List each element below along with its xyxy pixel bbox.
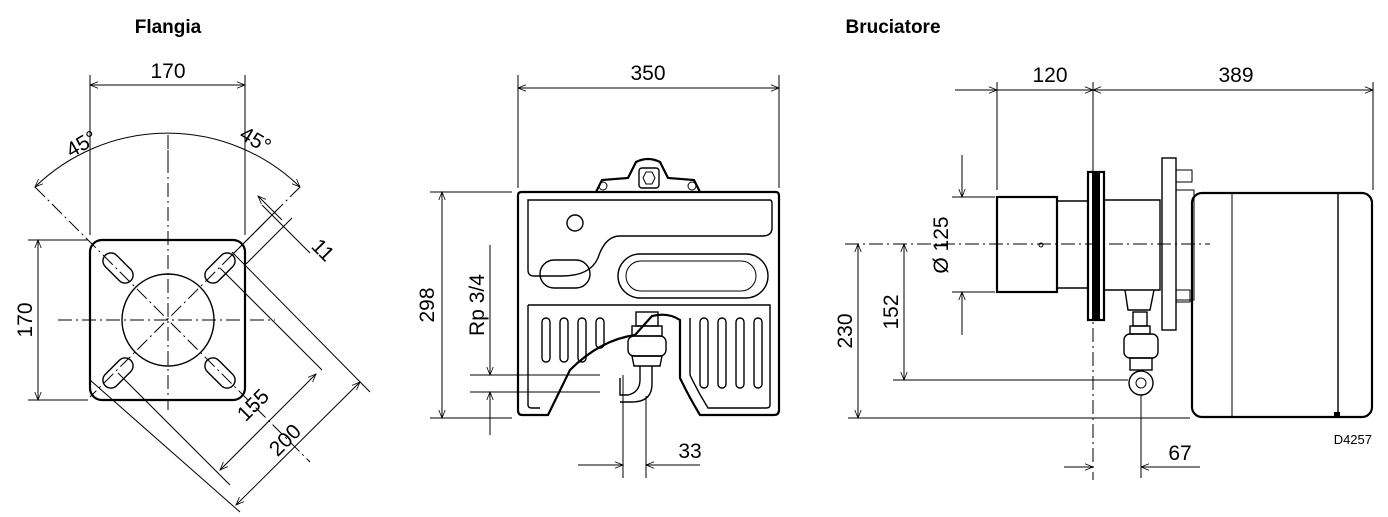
diagonal-label: 200 (265, 420, 306, 461)
flange-view: 170 170 45° 45° 11 155 200 (14, 60, 371, 513)
connection-offset-label: 67 (1168, 442, 1191, 465)
flange-slot-tl (102, 252, 134, 284)
axis-height-label: 230 (834, 313, 857, 348)
front-slot-right (617, 253, 769, 299)
side-view: 120 389 Ø 125 (834, 64, 1373, 480)
body-length-label: 389 (1218, 64, 1253, 87)
angle-right-label: 45° (236, 122, 275, 158)
angle-left-label: 45° (62, 126, 101, 162)
front-offset-label: 33 (678, 440, 701, 463)
flange-width-label: 170 (150, 60, 185, 83)
connection-height-label: 152 (880, 294, 903, 329)
diameter-label: Ø 125 (930, 216, 953, 273)
front-slot-left (539, 259, 591, 289)
side-body (1190, 191, 1374, 419)
flange-title: Flangia (135, 17, 202, 38)
angle-arc (35, 132, 300, 187)
connection-label: Rp 3/4 (466, 274, 489, 336)
front-width-label: 350 (630, 62, 665, 85)
drawing-code: D4257 (1334, 432, 1372, 447)
burner-title: Bruciatore (845, 17, 940, 38)
front-body (516, 190, 781, 417)
tube-length-label: 120 (1032, 64, 1067, 87)
slot-width-label: 11 (307, 235, 339, 267)
flange-slot-br (204, 357, 236, 389)
front-height-label: 298 (416, 287, 439, 322)
front-view: 350 (416, 62, 781, 478)
front-hole (566, 214, 584, 232)
flange-height-label: 170 (14, 302, 37, 337)
lifting-eye (595, 157, 701, 193)
